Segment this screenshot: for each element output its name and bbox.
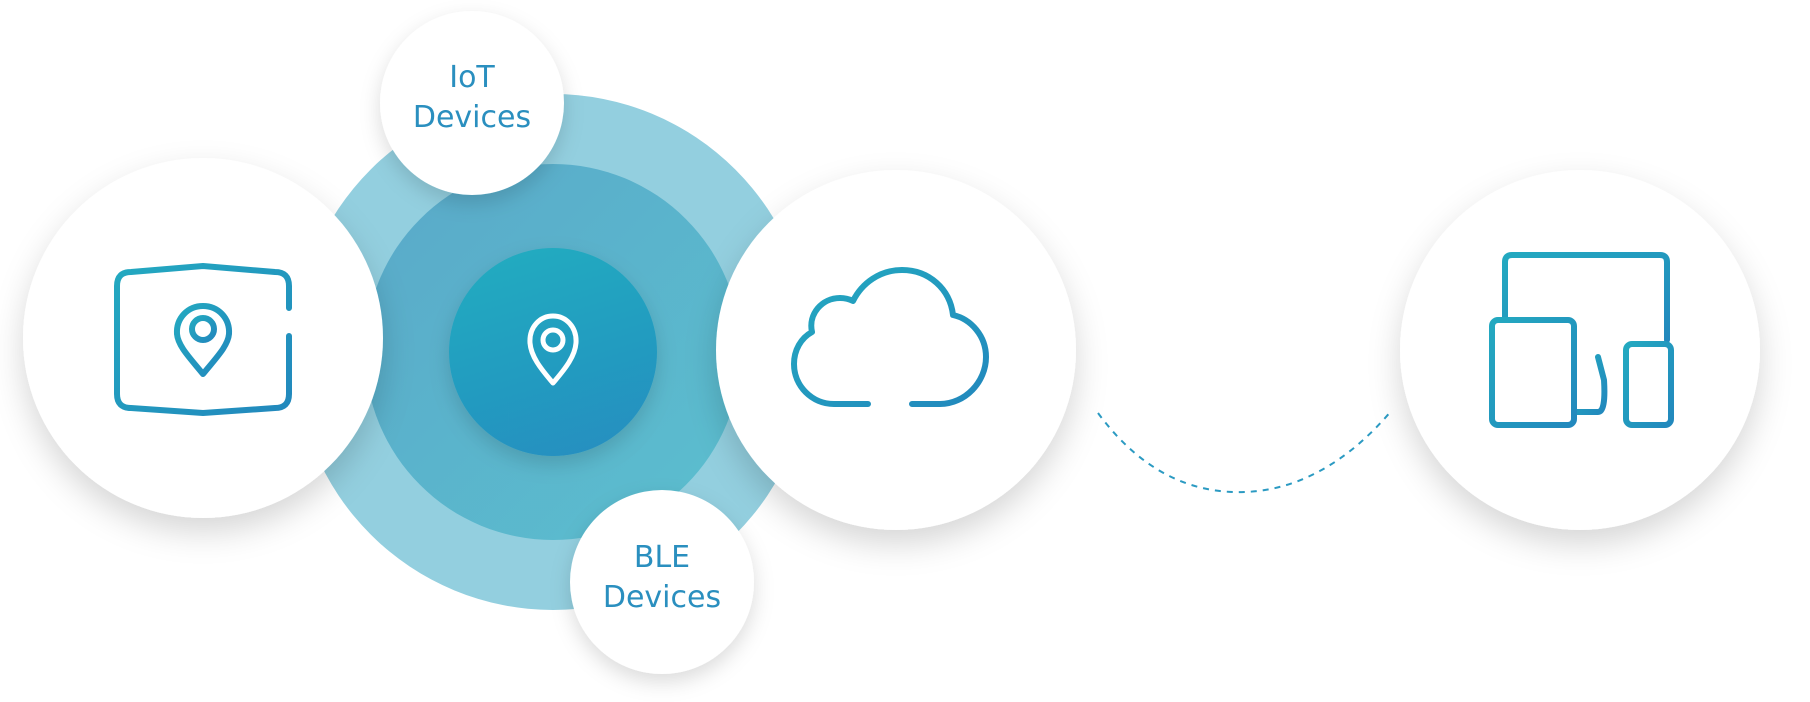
monitor-stand: [1573, 354, 1608, 415]
iot-devices-label: IoT Devices: [402, 58, 542, 138]
iot-devices-label-line2: Devices: [412, 100, 532, 135]
cloud-node: [716, 170, 1076, 530]
beacon-cluster: [295, 94, 811, 610]
indoor-map-node: [23, 158, 383, 518]
location-pin-icon: [527, 313, 579, 386]
ble-devices-label-line1: BLE: [633, 540, 691, 575]
monitor-icon: [1502, 252, 1670, 343]
dashed-connector: [1097, 409, 1393, 494]
devices-node: [1400, 170, 1760, 530]
phone-icon: [1623, 341, 1674, 428]
iot-devices-label-line1: IoT: [449, 60, 495, 95]
iot-devices-bubble: [380, 11, 564, 195]
ble-devices-label: BLE Devices: [592, 538, 732, 618]
ble-devices-label-line2: Devices: [602, 580, 722, 615]
multi-device-icon: [1489, 252, 1674, 428]
devices-circle: [1400, 170, 1760, 530]
ble-devices-bubble: [570, 490, 754, 674]
indoor-map-pin-icon: [114, 263, 292, 416]
cloud-circle: [716, 170, 1076, 530]
cloud-icon: [791, 267, 989, 407]
tablet-icon: [1489, 317, 1577, 428]
